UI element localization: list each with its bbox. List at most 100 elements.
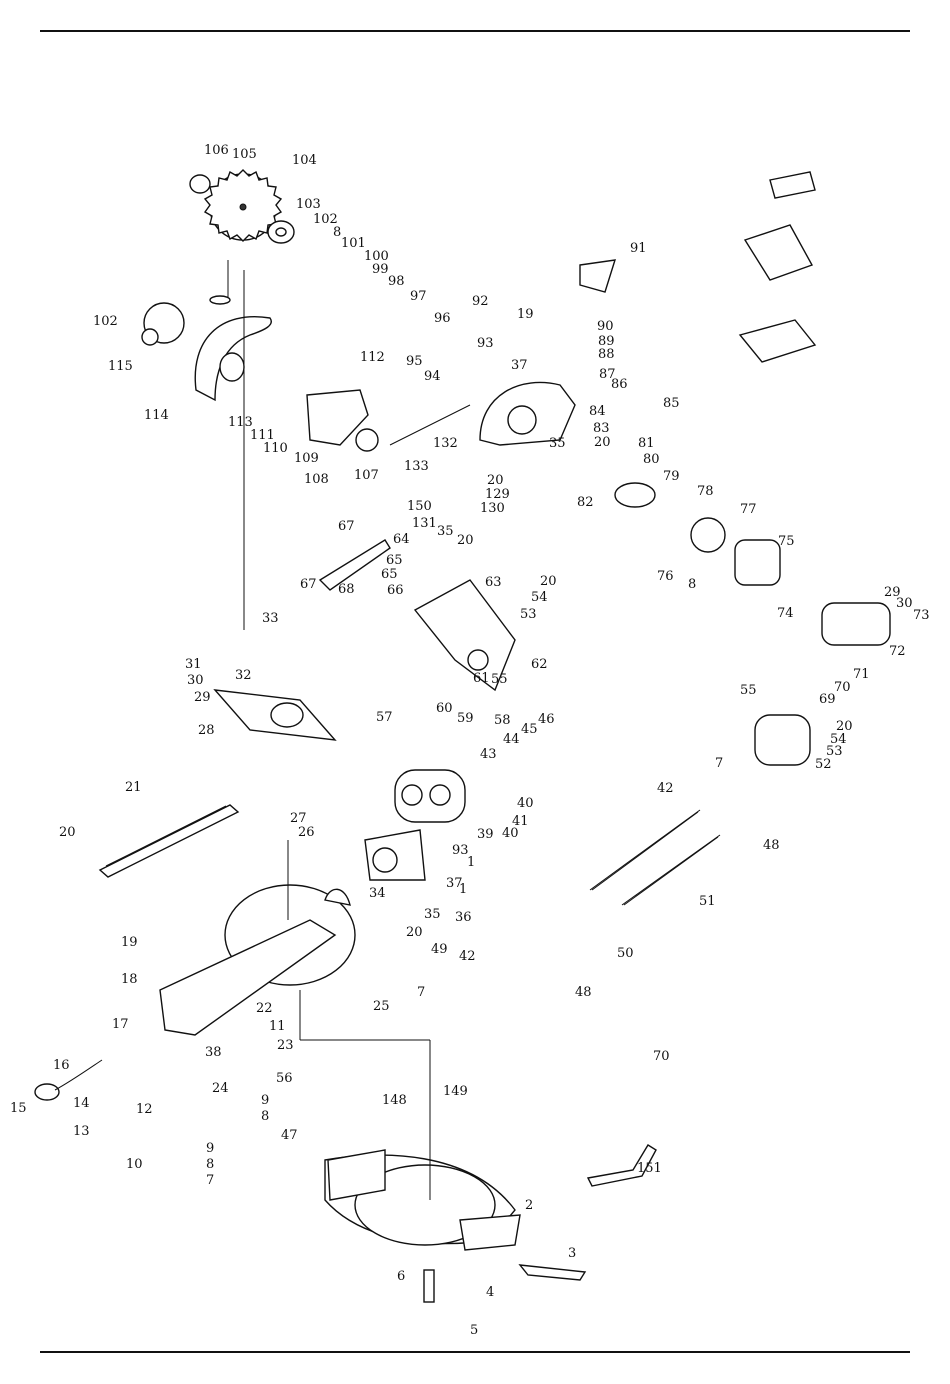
part-label-45: 45 [521, 722, 538, 737]
part-label-11: 11 [269, 1019, 286, 1034]
slide-rails [589, 714, 811, 906]
part-label-8: 8 [333, 225, 341, 240]
part-label-56: 56 [276, 1071, 293, 1086]
part-label-102: 102 [313, 212, 338, 227]
part-label-20: 20 [836, 719, 853, 734]
part-label-110: 110 [263, 441, 288, 456]
part-label-61: 61 [473, 671, 490, 686]
part-label-55: 55 [491, 672, 508, 687]
part-label-44: 44 [503, 732, 520, 747]
part-label-57: 57 [376, 710, 393, 725]
part-label-40: 40 [517, 796, 534, 811]
part-label-64: 64 [393, 532, 410, 547]
part-label-68: 68 [338, 582, 355, 597]
part-label-21: 21 [125, 780, 142, 795]
part-label-82: 82 [577, 495, 594, 510]
part-label-150: 150 [407, 499, 432, 514]
header-rule [40, 30, 910, 32]
part-label-20: 20 [406, 925, 423, 940]
part-label-3: 3 [568, 1246, 576, 1261]
part-label-15: 15 [10, 1101, 27, 1116]
part-label-112: 112 [360, 350, 385, 365]
part-label-149: 149 [443, 1084, 468, 1099]
part-label-9: 9 [261, 1093, 269, 1108]
part-label-103: 103 [296, 197, 321, 212]
part-label-65: 65 [386, 553, 403, 568]
leader-lines [287, 404, 471, 1200]
part-label-115: 115 [108, 359, 133, 374]
part-label-93: 93 [452, 843, 469, 858]
part-label-114: 114 [144, 408, 169, 423]
part-label-37: 37 [511, 358, 528, 373]
part-label-36: 36 [455, 910, 472, 925]
part-label-43: 43 [480, 747, 497, 762]
part-label-27: 27 [290, 811, 307, 826]
part-label-20: 20 [457, 533, 474, 548]
part-label-20: 20 [594, 435, 611, 450]
part-label-52: 52 [815, 757, 832, 772]
part-label-132: 132 [433, 436, 458, 451]
part-label-55: 55 [740, 683, 757, 698]
part-label-48: 48 [763, 838, 780, 853]
part-label-4: 4 [486, 1285, 494, 1300]
part-label-129: 129 [485, 487, 510, 502]
part-label-97: 97 [410, 289, 427, 304]
part-label-72: 72 [889, 644, 906, 659]
part-label-111: 111 [250, 428, 275, 443]
part-label-24: 24 [212, 1081, 229, 1096]
part-label-38: 38 [205, 1045, 222, 1060]
flange-washer [189, 174, 295, 244]
part-label-42: 42 [657, 781, 674, 796]
part-label-2: 2 [525, 1198, 533, 1213]
part-label-53: 53 [520, 607, 537, 622]
part-label-29: 29 [884, 585, 901, 600]
upper-arm-housing [479, 259, 616, 446]
part-label-12: 12 [136, 1102, 153, 1117]
part-label-1: 1 [459, 882, 467, 897]
part-label-91: 91 [630, 241, 647, 256]
part-label-58: 58 [494, 713, 511, 728]
part-label-20: 20 [59, 825, 76, 840]
part-label-30: 30 [187, 673, 204, 688]
part-label-40: 40 [502, 826, 519, 841]
part-label-113: 113 [228, 415, 253, 430]
part-label-63: 63 [485, 575, 502, 590]
part-label-50: 50 [617, 946, 634, 961]
part-label-23: 23 [277, 1038, 294, 1053]
part-label-22: 22 [256, 1001, 273, 1016]
part-label-69: 69 [819, 692, 836, 707]
part-label-99: 99 [372, 262, 389, 277]
part-label-89: 89 [598, 334, 615, 349]
part-label-92: 92 [472, 294, 489, 309]
part-label-62: 62 [531, 657, 548, 672]
part-label-88: 88 [598, 347, 615, 362]
part-label-94: 94 [424, 369, 441, 384]
part-label-151: 151 [637, 1161, 662, 1176]
part-label-8: 8 [206, 1157, 214, 1172]
part-label-54: 54 [830, 732, 847, 747]
part-label-7: 7 [715, 756, 723, 771]
part-label-35: 35 [549, 436, 566, 451]
part-label-148: 148 [382, 1093, 407, 1108]
part-label-16: 16 [53, 1058, 70, 1073]
part-label-5: 5 [470, 1323, 478, 1338]
part-label-75: 75 [778, 534, 795, 549]
part-label-19: 19 [517, 307, 534, 322]
part-label-79: 79 [663, 469, 680, 484]
part-label-107: 107 [354, 468, 379, 483]
part-label-95: 95 [406, 354, 423, 369]
part-label-35: 35 [424, 907, 441, 922]
part-label-25: 25 [373, 999, 390, 1014]
part-label-78: 78 [697, 484, 714, 499]
part-label-29: 29 [194, 690, 211, 705]
part-label-108: 108 [304, 472, 329, 487]
part-label-54: 54 [531, 590, 548, 605]
part-label-20: 20 [487, 473, 504, 488]
part-label-70: 70 [834, 680, 851, 695]
part-label-1: 1 [467, 855, 475, 870]
part-label-102: 102 [93, 314, 118, 329]
motor-assembly [614, 482, 891, 646]
pivot-bracket [318, 539, 516, 692]
part-label-73: 73 [913, 608, 930, 623]
